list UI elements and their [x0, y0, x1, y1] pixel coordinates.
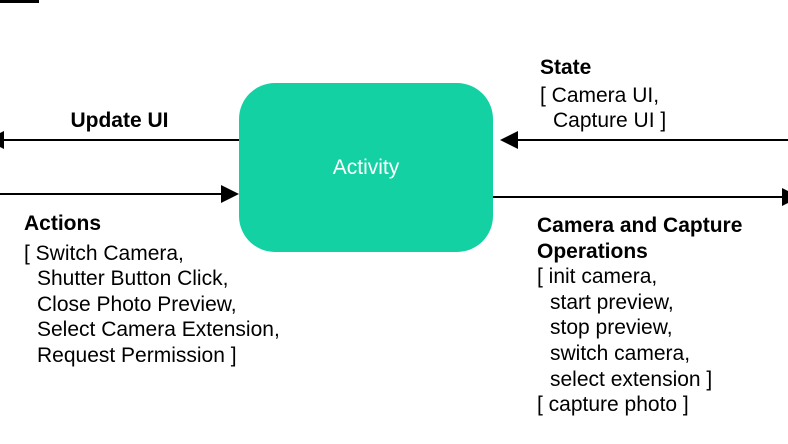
camera-ops-item: select extension ] — [550, 367, 713, 391]
actions-title: Actions — [24, 212, 102, 235]
state-item: Capture UI ] — [553, 109, 667, 133]
update-ui-label: Update UI — [70, 109, 169, 132]
camera-ops-block: Camera and Capture Operations [ init cam… — [537, 213, 762, 418]
state-arrow-line — [505, 139, 788, 141]
actions-item: Shutter Button Click, — [37, 267, 229, 291]
actions-arrowhead-icon — [221, 185, 239, 203]
activity-box-label: Activity — [332, 155, 400, 179]
camera-ops-capture-item: [ capture photo ] — [537, 393, 689, 417]
activity-box: Activity — [239, 83, 493, 252]
camera-ops-arrowhead-icon — [782, 188, 788, 206]
camera-ops-item: start preview, — [550, 290, 674, 314]
camera-ops-arrow-line — [493, 196, 788, 198]
state-arrowhead-icon — [500, 131, 518, 149]
update-ui-arrow-line — [0, 139, 239, 141]
state-item: [ Camera UI, — [540, 83, 660, 107]
actions-block: Actions [ Switch Camera, Shutter Button … — [24, 211, 280, 369]
top-left-crop-bar — [0, 0, 39, 3]
state-title: State — [540, 56, 592, 79]
actions-item: Request Permission ] — [37, 343, 237, 367]
camera-ops-item: [ init camera, — [537, 265, 658, 289]
actions-arrow-line — [0, 193, 236, 195]
update-ui-arrowhead-icon — [0, 131, 4, 149]
camera-ops-title: Camera and Capture Operations — [537, 214, 743, 263]
camera-ops-item: switch camera, — [550, 341, 691, 365]
camera-ops-item: stop preview, — [550, 316, 673, 340]
actions-item: Select Camera Extension, — [37, 318, 280, 342]
state-block: State [ Camera UI, Capture UI ] — [540, 55, 666, 134]
actions-item: [ Switch Camera, — [24, 241, 184, 265]
actions-item: Close Photo Preview, — [37, 292, 237, 316]
